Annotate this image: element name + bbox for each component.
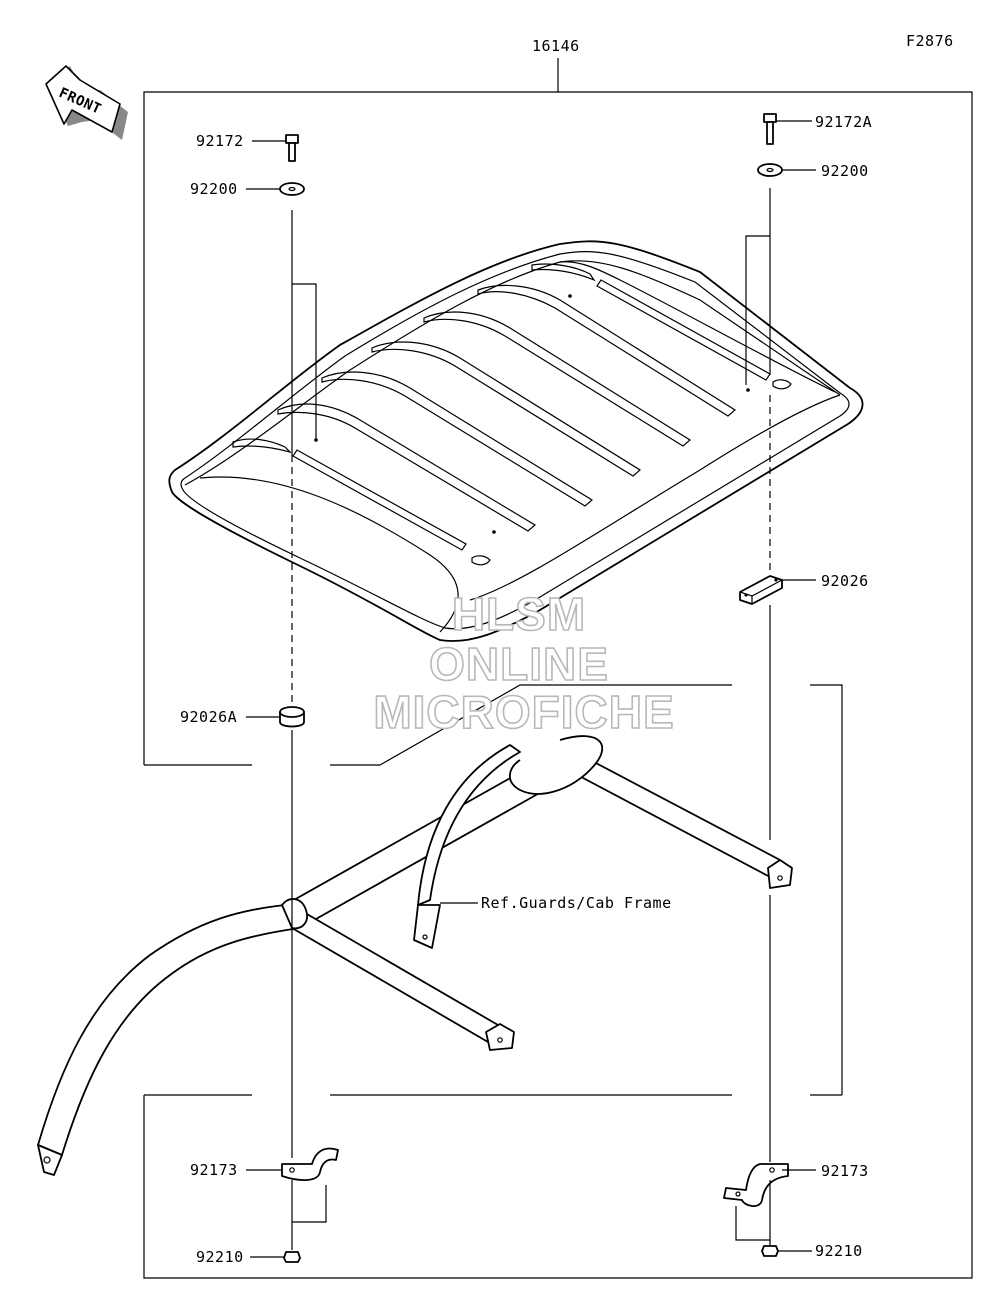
clamp-right-label: 92173: [821, 1162, 869, 1180]
clamp-right: [723, 1163, 789, 1207]
clamp-left-label: 92173: [190, 1161, 238, 1179]
left-hardware-stack: 92172 92200 92026A 92173 92210: [180, 132, 339, 1266]
watermark: HLSM ONLINE MICROFICHE: [373, 587, 675, 739]
roof-ribs: [232, 263, 792, 566]
bolt-left-label: 92172: [196, 132, 244, 150]
washer-left: [279, 182, 305, 196]
washer-right: [757, 163, 783, 177]
rubber-block-label: 92026: [821, 572, 869, 590]
washer-left-label: 92200: [190, 180, 238, 198]
nut-right: [761, 1245, 779, 1257]
bolt-right: [763, 113, 777, 145]
clamp-left: [281, 1147, 339, 1181]
assembly-number-label: 16146: [532, 37, 580, 55]
spacer: [279, 706, 305, 728]
nut-right-label: 92210: [815, 1242, 863, 1260]
roof-panel: [168, 240, 864, 642]
nut-left-label: 92210: [196, 1248, 244, 1266]
nut-left: [283, 1251, 301, 1263]
watermark-line-1: HLSM: [452, 588, 586, 640]
rubber-block: [739, 575, 783, 605]
reference-text: Ref.Guards/Cab Frame: [481, 894, 672, 912]
bolt-left: [285, 134, 299, 162]
right-hardware-stack: 92172A 92200 92026 92173: [723, 113, 872, 1260]
spacer-label: 92026A: [180, 708, 237, 726]
bolt-right-label: 92172A: [815, 113, 872, 131]
watermark-line-3: MICROFICHE: [373, 686, 674, 738]
watermark-line-2: ONLINE: [429, 638, 609, 690]
washer-right-label: 92200: [821, 162, 869, 180]
diagram-code: F2876: [906, 32, 954, 50]
assembly-bracket: [143, 91, 973, 1279]
front-arrow: FRONT: [45, 65, 128, 140]
cab-frame: [37, 735, 793, 1176]
